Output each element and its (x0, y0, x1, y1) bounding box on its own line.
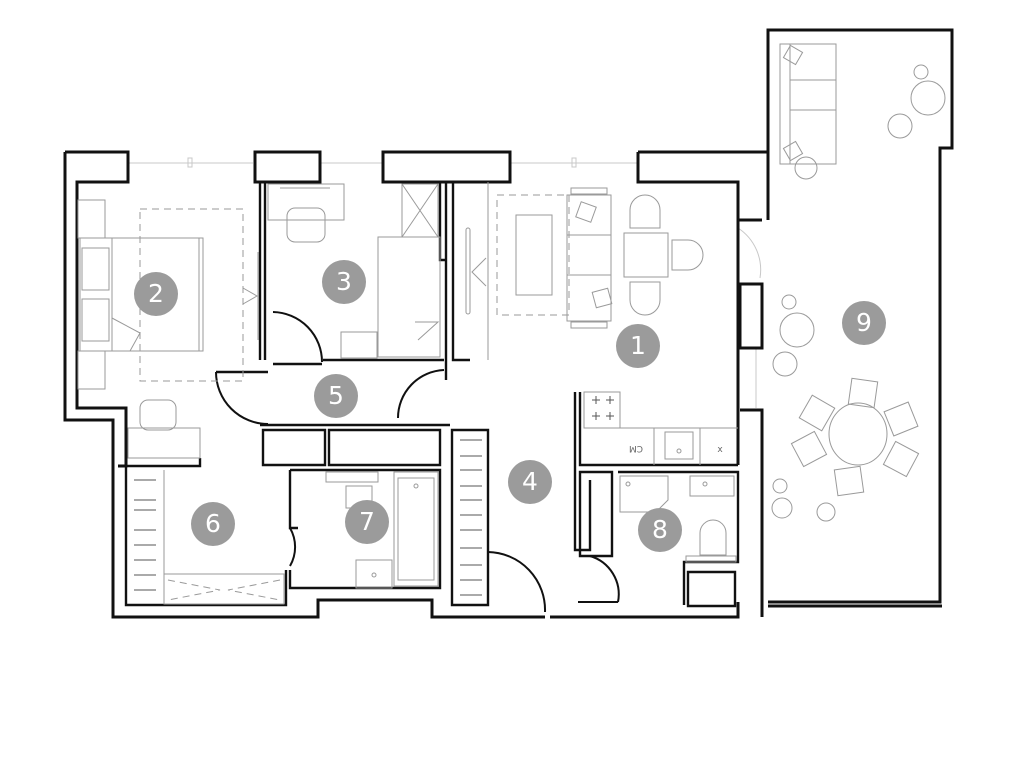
room-marker-master-bedroom: 2 (134, 272, 178, 316)
doors (215, 311, 620, 613)
room-marker-bedroom: 3 (322, 260, 366, 304)
room-marker-bathroom: 7 (345, 500, 389, 544)
windows (128, 157, 762, 408)
room-marker-dressing-room: 6 (191, 502, 235, 546)
room-marker-living-kitchen: 1 (616, 324, 660, 368)
kitchen-furniture: CM x (583, 391, 738, 465)
living-room-furniture (465, 182, 704, 360)
room-marker-hallway: 4 (508, 460, 552, 504)
svg-text:CM: CM (629, 443, 643, 453)
exterior-walls (63, 28, 954, 619)
room-marker-terrace: 9 (842, 301, 886, 345)
interior-walls (124, 182, 740, 608)
room-marker-corridor: 5 (314, 374, 358, 418)
bedroom-3-furniture (267, 183, 441, 359)
wardrobes (134, 439, 482, 605)
bathroom-7-furniture (325, 471, 439, 589)
svg-text:x: x (717, 445, 723, 455)
bedroom-2-furniture (77, 199, 259, 459)
room-marker-shower-room: 8 (638, 508, 682, 552)
shower-room-furniture (619, 475, 737, 563)
terrace-furniture (771, 43, 946, 522)
